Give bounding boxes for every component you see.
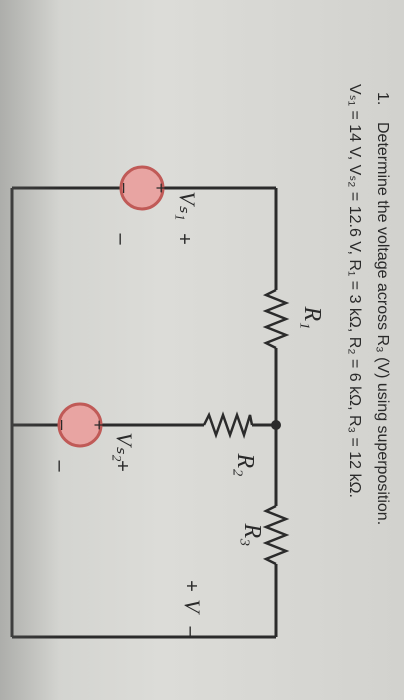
r1-label: R₁ [299,305,325,329]
vs2-label: Vₛ₂ [112,432,137,462]
r2-label: R₂ [232,452,258,476]
vs2-plus-sign: + [111,460,133,472]
r3-label: R₃ [239,522,265,546]
vs2-source: + – [53,402,109,448]
vs1-source: + – [115,165,171,211]
vs1-source-icon [119,165,165,211]
vs1-label: Vₛ₁ [175,191,200,220]
r1-resistor-icon [262,288,290,350]
vs2-minus-sign: – [49,460,71,472]
output-plus-sign: + [180,580,202,592]
output-minus-sign: – [180,626,202,638]
vs1-symbol-minus: – [115,183,135,193]
r3-resistor-icon [262,504,290,566]
vs1-minus-sign: – [110,233,132,245]
r2-resistor-icon [202,411,254,440]
problem-givens: Vₛ₁ = 14 V, Vₛ₂ = 12.6 V, R₁ = 3 kΩ, R₂ … [346,84,363,498]
vs2-source-icon [57,402,103,448]
vs2-symbol-minus: – [53,420,73,430]
output-voltage-label: V [180,599,205,615]
node-junction-dot [271,420,281,430]
vs1-plus-sign: + [173,233,195,245]
problem-question: Determine the voltage across R₃ (V) usin… [374,122,391,525]
vs1-symbol-plus: + [151,183,171,194]
vs2-symbol-plus: + [89,420,109,431]
problem-number: 1. [374,92,391,105]
circuit-wires [10,186,278,639]
